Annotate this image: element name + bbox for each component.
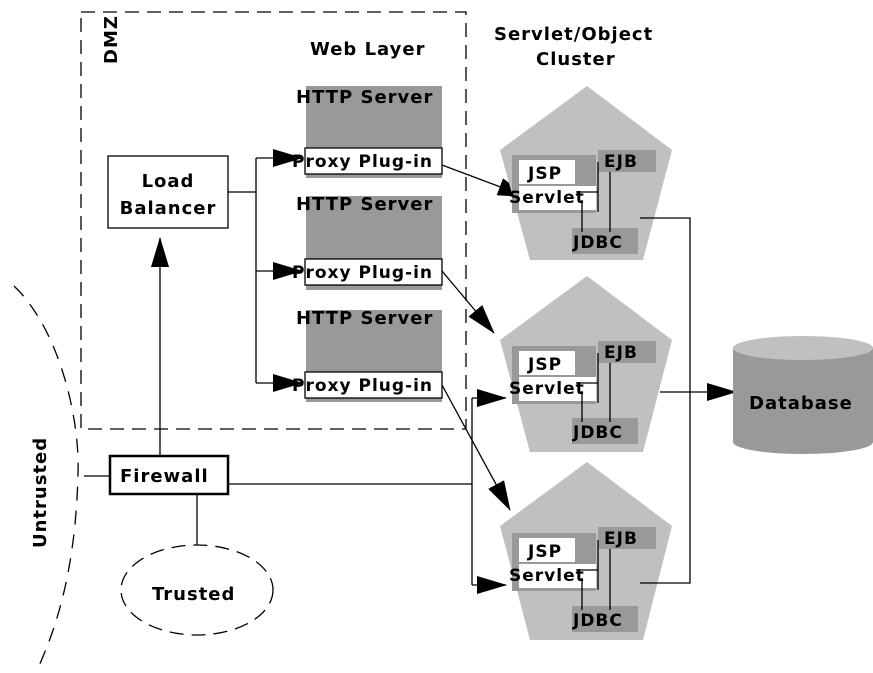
proxy-plugin-1-label: Proxy Plug-in [292, 152, 433, 172]
cluster-node-3-servlet: Servlet [509, 566, 585, 586]
database-label: Database [749, 393, 853, 414]
cluster-node-3-ejb: EJB [604, 529, 638, 549]
cluster-node-1: EJB JSP Servlet JDBC [500, 86, 672, 260]
untrusted-boundary [13, 285, 79, 669]
proxy-plugin-2 [304, 258, 443, 286]
http-server-3: HTTP Server Proxy Plug-in [292, 308, 443, 402]
cluster-title-line1: Servlet/Object [494, 24, 653, 45]
cluster-database-bus [640, 217, 691, 584]
http-server-2-title: HTTP Server [296, 194, 433, 215]
cluster-node-3: EJB JSP Servlet JDBC [500, 462, 672, 640]
proxy-plugin-2-label: Proxy Plug-in [292, 263, 433, 283]
load-balancer-label-line1: Load [142, 171, 195, 192]
cluster-node-1-servlet: Servlet [509, 188, 585, 208]
firewall: Firewall [108, 454, 230, 496]
trusted-zone [120, 544, 274, 636]
proxy-3-to-cluster-3-arrow [441, 384, 511, 511]
cluster-node-1-ejb: EJB [604, 152, 638, 172]
trusted-label: Trusted [152, 584, 235, 605]
cluster-node-2-ejb: EJB [604, 343, 638, 363]
cluster-node-2-jdbc: JDBC [572, 423, 623, 443]
database: Database [733, 336, 873, 454]
web-layer-title: Web Layer [310, 39, 425, 60]
load-balancer-label-line2: Balancer [120, 198, 217, 219]
cluster-node-3-jdbc: JDBC [572, 611, 623, 631]
dmz-zone [80, 11, 467, 430]
cluster-title-line2: Cluster [536, 49, 616, 70]
cluster-node-2: EJB JSP Servlet JDBC [500, 276, 672, 452]
http-server-2: HTTP Server Proxy Plug-in [292, 194, 443, 290]
http-server-1: HTTP Server Proxy Plug-in [292, 86, 443, 178]
cluster-node-1-jsp: JSP [527, 164, 562, 184]
proxy-plugin-1 [304, 147, 443, 175]
cluster-node-2-jsp: JSP [527, 355, 562, 375]
dmz-label: DMZ [101, 15, 122, 64]
firewall-cluster-link [228, 398, 473, 585]
proxy-2-to-cluster-2-arrow [441, 270, 495, 334]
cluster-node-3-jsp: JSP [527, 542, 562, 562]
cluster-node-2-servlet: Servlet [509, 379, 585, 399]
cluster-node-1-jdbc: JDBC [572, 233, 623, 253]
untrusted-label: Untrusted [30, 437, 51, 548]
load-balancer: Load Balancer [107, 155, 229, 229]
firewall-label: Firewall [120, 466, 209, 487]
proxy-plugin-3-label: Proxy Plug-in [292, 376, 433, 396]
proxy-plugin-3 [304, 371, 443, 399]
http-server-1-title: HTTP Server [296, 87, 433, 108]
lb-connector [228, 158, 257, 383]
http-server-3-title: HTTP Server [296, 308, 433, 329]
